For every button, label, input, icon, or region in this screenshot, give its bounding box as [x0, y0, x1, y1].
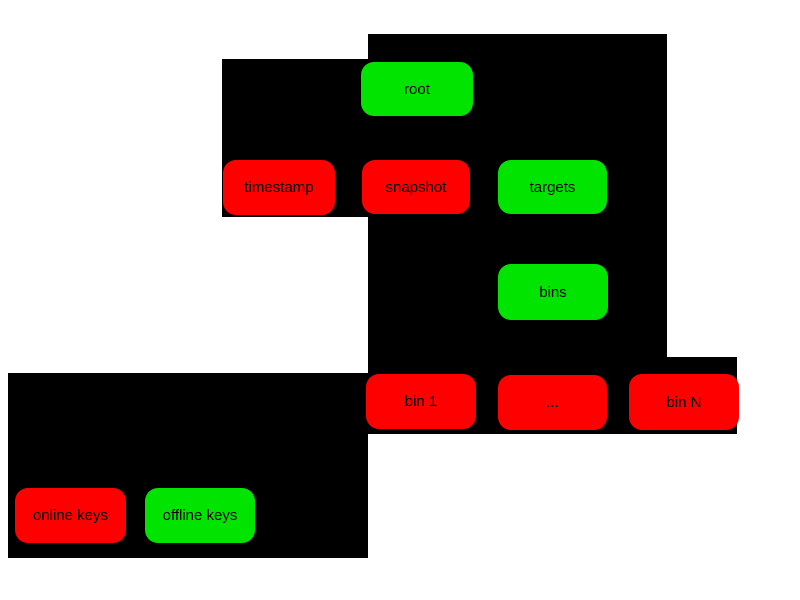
node-targets: targets [498, 160, 607, 214]
node-bins: bins [498, 264, 608, 320]
legend-online-keys: online keys [15, 488, 126, 543]
node-bin-1: bin 1 [366, 374, 476, 429]
node-snapshot: snapshot [362, 160, 470, 214]
node-bin-ellipsis: ... [498, 375, 607, 430]
node-bin-n: bin N [629, 374, 739, 430]
node-timestamp: timestamp [223, 160, 335, 215]
node-root: root [361, 62, 473, 116]
legend-offline-keys: offline keys [145, 488, 255, 543]
